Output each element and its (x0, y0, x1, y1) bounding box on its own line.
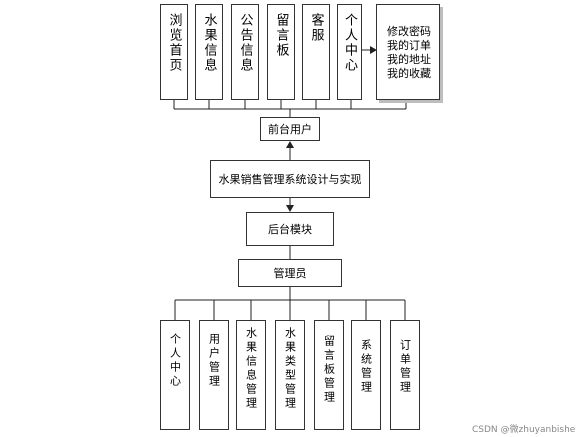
front-module-notice-label: 公告信息 (237, 13, 253, 73)
back-module-system-management-label: 系统管理 (359, 339, 373, 395)
back-module-fruit-type-management: 水果类型管理 (275, 320, 305, 430)
back-module-personal-center: 个人中心 (160, 320, 190, 430)
back-module-fruit-info-management: 水果信息管理 (236, 320, 266, 430)
personal-center-details-label: 修改密码 我的订单 我的地址 我的收藏 (387, 25, 431, 80)
front-module-home-label: 浏览首页 (166, 13, 182, 73)
front-module-message-board-label: 留言板 (273, 13, 289, 58)
back-module-personal-center-label: 个人中心 (168, 333, 182, 389)
front-module-message-board: 留言板 (267, 4, 295, 100)
front-module-personal-center-label: 个人中心 (342, 13, 357, 73)
backend-module-node: 后台模块 (246, 212, 334, 246)
system-title-label: 水果销售管理系统设计与实现 (218, 172, 362, 186)
back-module-order-management: 订单管理 (390, 320, 420, 430)
system-title-node: 水果销售管理系统设计与实现 (210, 160, 370, 198)
csdn-watermark: CSDN @微zhuyanbishe (472, 425, 576, 435)
front-module-customer-service-label: 客服 (308, 13, 324, 43)
back-module-fruit-type-management-label: 水果类型管理 (283, 327, 297, 411)
back-module-order-management-label: 订单管理 (398, 339, 412, 395)
front-module-fruit-info: 水果信息 (195, 4, 223, 100)
front-module-fruit-info-label: 水果信息 (201, 13, 217, 73)
front-module-customer-service: 客服 (302, 4, 330, 100)
front-user-node: 前台用户 (260, 117, 320, 141)
front-module-home: 浏览首页 (160, 4, 188, 100)
backend-module-label: 后台模块 (268, 222, 312, 236)
back-module-user-management: 用户管理 (199, 320, 229, 430)
back-module-user-management-label: 用户管理 (207, 333, 221, 389)
front-user-label: 前台用户 (268, 122, 312, 136)
back-module-message-board-management-label: 留言板管理 (322, 335, 336, 405)
back-module-system-management: 系统管理 (351, 320, 381, 430)
admin-node: 管理员 (238, 259, 342, 287)
front-module-personal-center: 个人中心 (337, 4, 362, 100)
admin-label: 管理员 (273, 266, 307, 280)
personal-center-details: 修改密码 我的订单 我的地址 我的收藏 (376, 4, 440, 100)
front-module-notice: 公告信息 (231, 4, 259, 100)
back-module-message-board-management: 留言板管理 (314, 320, 344, 430)
back-module-fruit-info-management-label: 水果信息管理 (244, 327, 258, 411)
